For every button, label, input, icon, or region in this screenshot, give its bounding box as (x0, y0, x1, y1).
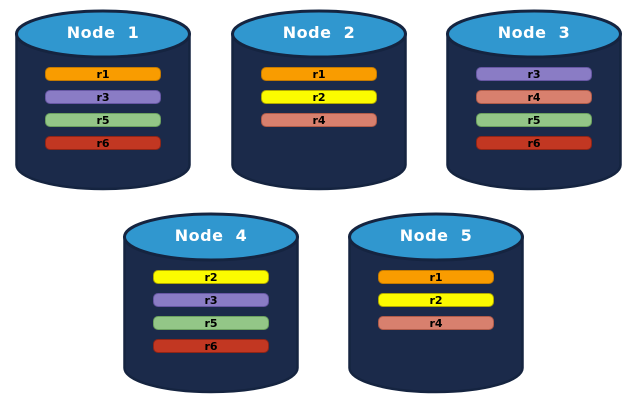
node-4-replica-list: r2 r3 r5 r6 (153, 270, 269, 353)
replica-bar-r4: r4 (476, 90, 592, 104)
replica-label: r2 (429, 293, 443, 307)
replica-bar-r3: r3 (153, 293, 269, 307)
replica-bar-r6: r6 (153, 339, 269, 353)
cylinder-top (348, 212, 524, 262)
node-2-replica-list: r1 r2 r4 (261, 67, 377, 127)
replica-label: r5 (204, 316, 218, 330)
replica-label: r1 (96, 67, 110, 81)
replica-bar-r6: r6 (45, 136, 161, 150)
node-5-replica-list: r1 r2 r4 (378, 270, 494, 330)
node-1-title: Node 1 (66, 23, 140, 42)
replica-bar-r4: r4 (261, 113, 377, 127)
node-3-title: Node 3 (497, 23, 571, 42)
replica-label: r3 (96, 90, 110, 104)
node-2: Node 2 r1 r2 r4 (230, 8, 408, 192)
node-4: Node 4 r2 r3 r5 r6 (122, 211, 300, 395)
node-1: Node 1 r1 r3 r5 r6 (14, 8, 192, 192)
node-3: Node 3 r3 r4 r5 r6 (445, 8, 623, 192)
replica-bar-r5: r5 (153, 316, 269, 330)
replica-label: r4 (429, 316, 443, 330)
node-3-replica-list: r3 r4 r5 r6 (476, 67, 592, 150)
replica-bar-r1: r1 (45, 67, 161, 81)
cylinder-top (15, 9, 191, 59)
replica-bar-r2: r2 (153, 270, 269, 284)
replica-label: r2 (312, 90, 326, 104)
replica-label: r6 (96, 136, 110, 150)
replica-bar-r1: r1 (378, 270, 494, 284)
replica-bar-r5: r5 (476, 113, 592, 127)
replica-bar-r2: r2 (378, 293, 494, 307)
cylinder-top (231, 9, 407, 59)
node-1-replica-list: r1 r3 r5 r6 (45, 67, 161, 150)
node-5-title: Node 5 (399, 226, 473, 245)
replica-bar-r2: r2 (261, 90, 377, 104)
replica-bar-r4: r4 (378, 316, 494, 330)
replica-label: r5 (96, 113, 110, 127)
replica-bar-r3: r3 (45, 90, 161, 104)
replica-label: r4 (312, 113, 326, 127)
replica-bar-r5: r5 (45, 113, 161, 127)
node-4-title: Node 4 (174, 226, 248, 245)
replica-label: r6 (527, 136, 541, 150)
replica-label: r1 (312, 67, 326, 81)
replica-label: r3 (204, 293, 218, 307)
node-5: Node 5 r1 r2 r4 (347, 211, 525, 395)
replica-bar-r3: r3 (476, 67, 592, 81)
replica-label: r5 (527, 113, 541, 127)
cylinder-top (446, 9, 622, 59)
replica-label: r4 (527, 90, 541, 104)
replica-label: r6 (204, 339, 218, 353)
replica-label: r2 (204, 270, 218, 284)
replica-label: r1 (429, 270, 443, 284)
replica-label: r3 (527, 67, 541, 81)
replica-bar-r1: r1 (261, 67, 377, 81)
replica-bar-r6: r6 (476, 136, 592, 150)
node-2-title: Node 2 (282, 23, 356, 42)
cylinder-top (123, 212, 299, 262)
